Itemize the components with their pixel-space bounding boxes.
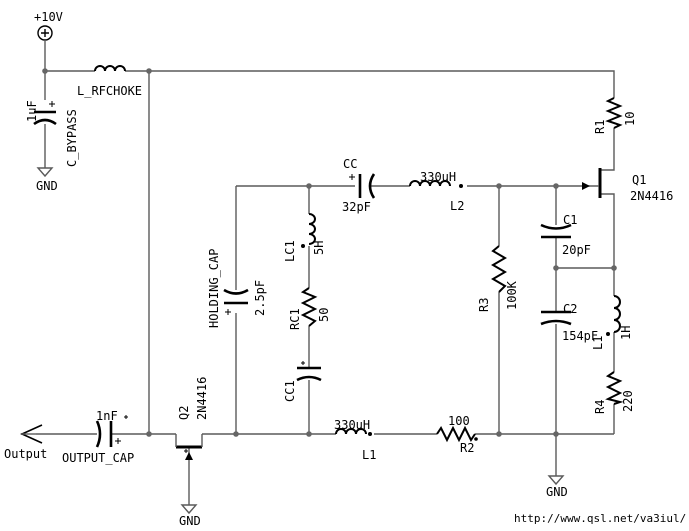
holding-cap-value: 2.5pF [253, 280, 267, 316]
rc1-name: RC1 [288, 308, 302, 330]
q1-name: Q1 [632, 173, 646, 187]
r4-value: 220 [621, 390, 635, 412]
rc1-value: 50 [317, 308, 331, 322]
ground-label-q2: GND [179, 514, 201, 528]
rfchoke-inductor-symbol [94, 65, 126, 72]
cc1-capacitor-symbol [296, 361, 322, 382]
r1-resistor-symbol [605, 97, 623, 129]
l2-value: 330uH [420, 170, 456, 184]
ground-label-bypass: GND [36, 179, 58, 193]
cc1-name: CC1 [283, 380, 297, 402]
c2-value: 154pF [562, 329, 598, 343]
l1-right-name: L1 [591, 336, 605, 350]
l1-bottom-value: 330uH [334, 418, 370, 432]
supply-symbol [37, 25, 53, 45]
l1-right-inductor-symbol [606, 295, 621, 336]
output-cap-value: 1nF [96, 409, 118, 423]
cc-name: CC [343, 157, 357, 171]
r2-value: 100 [448, 414, 470, 428]
holding-cap-name: HOLDING_CAP [207, 249, 221, 328]
ground-label-c2: GND [546, 485, 568, 499]
supply-label: +10V [34, 10, 63, 24]
footer-url: http://www.qsl.net/va3iul/ [514, 512, 686, 525]
wires [36, 45, 615, 505]
bypass-capacitor-symbol [33, 101, 57, 126]
c2-name: C2 [563, 302, 577, 316]
lc1-inductor-symbol [301, 213, 316, 248]
r1-value: 10 [623, 112, 637, 126]
q2-name: Q2 [177, 406, 191, 420]
ground-symbol-bypass [36, 167, 54, 178]
q1-jfet-symbol [576, 168, 602, 198]
cc-capacitor-symbol [349, 173, 376, 199]
lc1-value: 5H [312, 241, 326, 255]
cc-value: 32pF [342, 200, 371, 214]
output-label: Output [4, 447, 47, 461]
holding-cap-capacitor-symbol [223, 288, 249, 315]
r3-value: 100K [505, 280, 519, 310]
r4-name: R4 [593, 400, 607, 414]
ground-symbol-q2 [180, 504, 198, 515]
r3-resistor-symbol [491, 245, 507, 293]
r1-name: R1 [593, 120, 607, 134]
l1-bottom-name: L1 [362, 448, 376, 462]
r2-name: R2 [460, 441, 474, 455]
q2-part: 2N4416 [195, 377, 209, 420]
r3-name: R3 [477, 298, 491, 312]
junctions [42, 68, 617, 437]
rc1-resistor-symbol [300, 287, 318, 327]
output-arrow-icon [20, 424, 43, 444]
lc1-name: LC1 [283, 240, 297, 262]
q2-jfet-symbol [175, 434, 203, 460]
c-bypass-value: 1uF [25, 100, 39, 122]
c1-value: 20pF [562, 243, 591, 257]
output-cap-capacitor-symbol [95, 415, 188, 453]
output-cap-name: OUTPUT_CAP [62, 451, 134, 465]
l2-name: L2 [450, 199, 464, 213]
l-rfchoke-name: L_RFCHOKE [77, 84, 142, 98]
q1-part: 2N4416 [630, 189, 673, 203]
c2-capacitor-symbol [540, 310, 572, 326]
ground-symbol-c2 [547, 475, 565, 486]
c1-name: C1 [563, 213, 577, 227]
c1-capacitor-symbol [540, 223, 572, 239]
c-bypass-name: C_BYPASS [65, 109, 79, 167]
l1-bottom-inductor-symbol [335, 428, 372, 436]
l2-inductor-symbol [409, 180, 463, 188]
r2-resistor-symbol [436, 425, 478, 443]
r4-resistor-symbol [605, 371, 624, 405]
l1-right-value: 1H [619, 326, 633, 340]
